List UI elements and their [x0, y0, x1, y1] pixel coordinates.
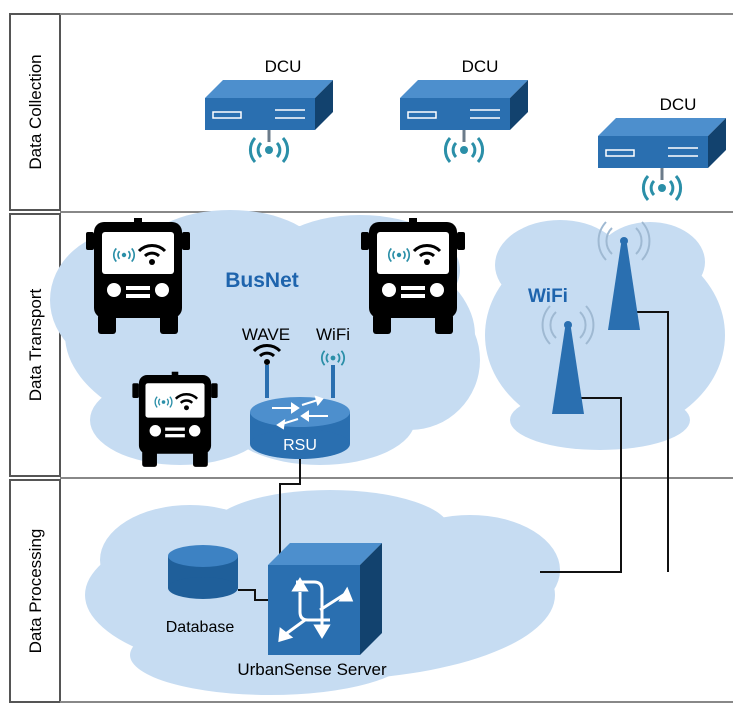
- tower-to-server-line: [635, 311, 669, 572]
- busnet-label: BusNet: [225, 269, 299, 292]
- layer-frame: [9, 13, 733, 703]
- database-icon: [168, 545, 238, 599]
- bus-3: [132, 371, 218, 467]
- ap-to-server-line: [540, 397, 622, 573]
- urbansense-server-icon: [268, 543, 382, 655]
- rsu-router: [250, 343, 350, 459]
- dcu-label-3: DCU: [660, 95, 697, 114]
- wave-label: WAVE: [242, 325, 290, 344]
- bus-2: [361, 218, 465, 334]
- server-label: UrbanSense Server: [237, 660, 387, 679]
- rsu-label: RSU: [283, 437, 317, 454]
- layer-label-transport: Data Transport: [26, 289, 45, 402]
- layer-label-processing: Data Processing: [26, 529, 45, 654]
- dcu-label-2: DCU: [462, 57, 499, 76]
- wifi-cloud: [485, 220, 725, 450]
- rsu-wifi-label: WiFi: [316, 325, 350, 344]
- bus-1: [86, 218, 190, 334]
- db-to-server-line: [238, 589, 268, 601]
- dcu-label-1: DCU: [265, 57, 302, 76]
- rsu-to-server-line: [279, 455, 301, 555]
- connection-lines: [238, 311, 669, 601]
- dcu-device-2: [398, 78, 530, 164]
- dcu-device-3: [596, 116, 728, 202]
- database-label: Database: [166, 619, 235, 636]
- dcu-device-1: [203, 78, 335, 164]
- wifi-cloud-label: WiFi: [528, 286, 568, 307]
- layer-label-collection: Data Collection: [26, 54, 45, 169]
